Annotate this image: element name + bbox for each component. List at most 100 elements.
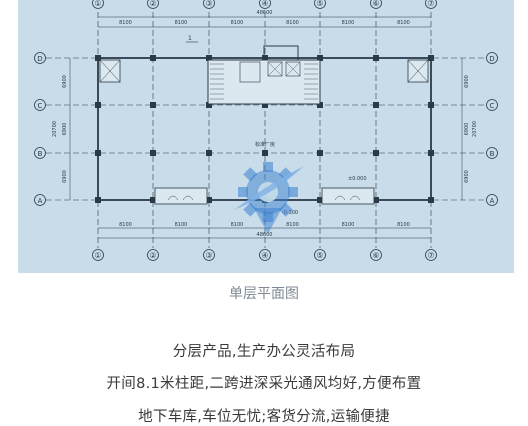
axis-label-bottom: ⑦ <box>427 251 434 260</box>
axis-bubble-bottom <box>370 249 382 261</box>
dim-span-bottom: 8100 <box>119 222 132 228</box>
structural-column <box>373 55 379 61</box>
structural-column <box>262 102 268 108</box>
dim-span-bottom: 8100 <box>175 222 188 228</box>
axis-bubble-bottom <box>314 249 326 261</box>
axis-bubble-bottom <box>147 249 159 261</box>
description-line-1: 分层产品,生产办公灵活布局 <box>172 344 356 360</box>
description-line-2: 开间8.1米柱距,二跨进深采光通风均好,方便布置 <box>106 376 422 392</box>
dim-span-top: 8100 <box>119 20 132 26</box>
structural-column <box>95 150 101 156</box>
dim-row-right: 6900 <box>464 170 470 183</box>
axis-bubble-bottom <box>92 249 104 261</box>
structural-column <box>150 197 156 203</box>
dim-row-right: 6900 <box>464 123 470 136</box>
structural-column <box>150 102 156 108</box>
axis-bubble-left <box>34 99 46 111</box>
dim-span-top: 8100 <box>342 20 355 26</box>
logo-gear-tooth <box>288 187 298 197</box>
door-swing <box>167 195 194 201</box>
axis-label-top: ⑤ <box>316 0 323 8</box>
axis-bubble-right <box>486 147 498 159</box>
stair-cross <box>99 59 121 83</box>
structural-column <box>150 150 156 156</box>
level-mark-1: ±0.000 <box>348 176 367 182</box>
room-label: 标准厂房 <box>255 141 275 148</box>
dim-span-bottom: 8100 <box>231 222 244 228</box>
structural-column <box>373 150 379 156</box>
structural-column <box>206 102 212 108</box>
dim-span-top: 8100 <box>286 20 299 26</box>
structural-column <box>262 150 268 156</box>
structural-column <box>317 102 323 108</box>
elevator <box>285 61 301 77</box>
structural-column <box>428 197 434 203</box>
structural-column <box>206 150 212 156</box>
axis-label-right: C <box>490 102 495 110</box>
axis-label-left: C <box>38 102 43 110</box>
structural-column <box>373 102 379 108</box>
dim-span-top: 8100 <box>231 20 244 26</box>
stair-cross <box>407 59 429 83</box>
structural-column <box>206 55 212 61</box>
structural-column <box>206 197 212 203</box>
axis-bubble-left <box>34 52 46 64</box>
dim-span-bottom: 8100 <box>397 222 410 228</box>
logo-swoosh <box>234 166 304 210</box>
axis-label-bottom: ③ <box>205 251 212 260</box>
axis-label-bottom: ① <box>94 251 101 260</box>
entrance-right <box>321 187 375 205</box>
axis-label-top: ⑦ <box>427 0 434 8</box>
image-caption: 单层平面图 <box>229 286 299 302</box>
dim-total-top: 48600 <box>257 10 273 16</box>
core-shaft <box>263 45 299 61</box>
dim-row-left: 6900 <box>62 123 68 136</box>
structural-column <box>373 197 379 203</box>
axis-bubble-top <box>370 0 382 9</box>
level-mark-2: -0.300 <box>282 210 298 216</box>
logo-gear-tooth <box>238 187 248 197</box>
axis-bubble-bottom <box>203 249 215 261</box>
axis-bubble-top <box>92 0 104 9</box>
structural-column <box>428 102 434 108</box>
structural-column <box>95 55 101 61</box>
central-core <box>207 59 321 105</box>
axis-label-top: ③ <box>205 0 212 8</box>
structural-column <box>150 55 156 61</box>
structural-column <box>262 55 268 61</box>
axis-label-right: B <box>490 150 495 158</box>
axis-bubble-left <box>34 147 46 159</box>
dim-span-bottom: 8100 <box>286 222 299 228</box>
axis-bubble-top <box>203 0 215 9</box>
axis-label-right: A <box>490 197 495 205</box>
axis-label-top: ⑥ <box>372 0 379 8</box>
dim-row-left: 6900 <box>62 75 68 88</box>
axis-label-bottom: ⑤ <box>316 251 323 260</box>
axis-label-right: D <box>489 55 494 63</box>
axis-bubble-right <box>486 52 498 64</box>
axis-label-top: ④ <box>261 0 268 8</box>
axis-bubble-right <box>486 99 498 111</box>
door-swing <box>334 195 361 201</box>
structural-column <box>317 150 323 156</box>
elevator-cross <box>267 61 283 77</box>
dim-span-bottom: 8100 <box>342 222 355 228</box>
axis-label-bottom: ② <box>149 251 156 260</box>
structural-column <box>317 55 323 61</box>
axis-bubble-left <box>34 194 46 206</box>
dim-row-right: 6900 <box>464 75 470 88</box>
dim-span-top: 8100 <box>397 20 410 26</box>
axis-label-left: D <box>37 55 42 63</box>
axis-label-top: ① <box>94 0 101 8</box>
entrance-left <box>154 187 208 205</box>
axis-bubble-right <box>486 194 498 206</box>
dim-span-top: 8100 <box>175 20 188 26</box>
axis-bubble-top <box>147 0 159 9</box>
restroom <box>239 61 261 83</box>
dim-total-bottom: 48600 <box>257 232 273 238</box>
axis-bubble-top <box>259 0 271 9</box>
axis-bubble-bottom <box>259 249 271 261</box>
dim-row-left: 6900 <box>62 170 68 183</box>
